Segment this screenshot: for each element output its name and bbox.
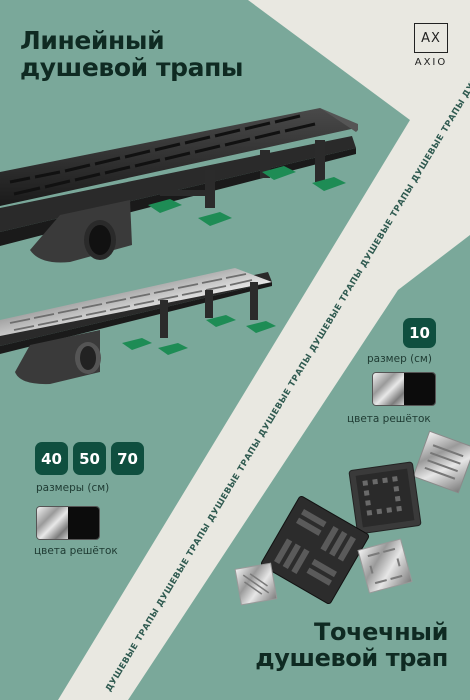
size-badge-70: 70 (111, 442, 144, 475)
point-drain-grate-black-large (348, 461, 422, 535)
logo-wordmark: AXIO (414, 57, 448, 68)
linear-color-swatch (36, 506, 100, 540)
point-drain-grate-black-tilted (260, 495, 370, 605)
title-point-line2: душевой трап (255, 644, 448, 672)
point-size-caption: размер (см) (367, 353, 432, 365)
size-badge-40: 40 (35, 442, 68, 475)
steel-color-chip (37, 507, 68, 539)
steel-color-chip (373, 373, 404, 405)
point-drain-grate-steel-small (234, 562, 278, 606)
title-linear-line1: Линейный (20, 26, 165, 55)
title-point-drain: Точечный душевой трап (255, 619, 448, 671)
title-linear-drain: Линейный душевой трапы (20, 26, 244, 82)
point-color-swatch (372, 372, 436, 406)
size-badge-50: 50 (73, 442, 106, 475)
black-color-chip (68, 507, 99, 539)
title-point-line1: Точечный (314, 618, 448, 646)
brand-logo: AX AXIO (409, 23, 453, 68)
size-badge-10: 10 (403, 318, 436, 348)
point-drain-grate-steel-top-right (412, 430, 470, 494)
logo-mark-icon: AX (414, 23, 448, 53)
point-drain-grate-steel-mid (357, 538, 413, 594)
black-color-chip (404, 373, 435, 405)
linear-sizes-caption: размеры (см) (36, 482, 110, 494)
linear-drain-steel (0, 268, 276, 385)
linear-drain-black (0, 108, 358, 263)
linear-colors-caption: цвета решёток (34, 545, 118, 557)
title-linear-line2: душевой трапы (20, 53, 244, 82)
point-colors-caption: цвета решёток (347, 413, 431, 425)
